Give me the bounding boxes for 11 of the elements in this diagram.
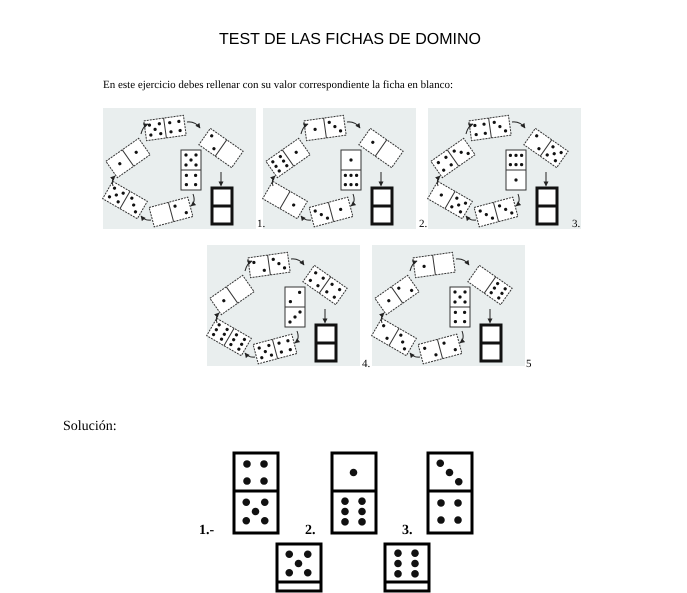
solution-number: 1.- — [199, 523, 214, 539]
puzzle-number: 1. — [257, 218, 266, 230]
puzzle-number: 5 — [526, 358, 532, 370]
solution-number: 3. — [402, 523, 412, 539]
instruction-text: En este ejercicio debes rellenar con su valor correspondiente la ficha en blanco: — [103, 79, 454, 91]
puzzle-number: 2. — [419, 218, 428, 230]
solution-number: 2. — [305, 523, 316, 539]
title: TEST DE LAS FICHAS DE DOMINO — [218, 31, 482, 49]
puzzle-number: 4. — [362, 358, 370, 370]
section-heading: Solución: — [63, 419, 117, 435]
puzzle-number: 3. — [572, 218, 580, 230]
